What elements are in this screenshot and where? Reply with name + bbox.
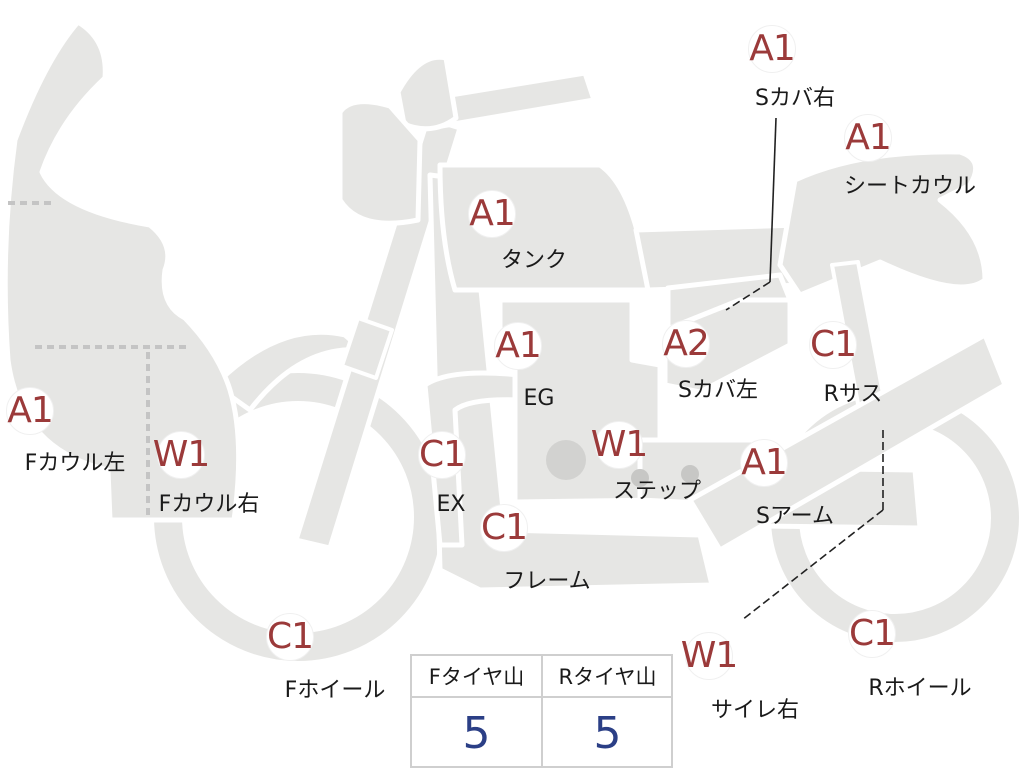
grade-badge-rear-suspension[interactable]: C1 — [809, 321, 857, 369]
grade-text: C1 — [809, 324, 857, 365]
grade-badge-swing-arm[interactable]: A1 — [740, 439, 788, 487]
grade-badge-exhaust[interactable]: C1 — [418, 431, 466, 479]
step-peg-rear-shape — [681, 465, 699, 483]
grade-text: C1 — [480, 507, 528, 548]
grade-text: C1 — [848, 613, 896, 654]
label-frame: フレーム — [503, 569, 591, 594]
label-rear-wheel: Rホイール — [868, 676, 972, 701]
grade-badge-s-cover-right[interactable]: A1 — [748, 25, 796, 73]
front-tire-value: 5 — [462, 707, 491, 759]
grade-text: C1 — [266, 616, 314, 657]
label-swing-arm: Sアーム — [756, 504, 834, 529]
label-front-wheel: Fホイール — [284, 678, 386, 703]
table-divider — [541, 656, 543, 768]
grade-text: C1 — [418, 434, 466, 475]
grade-badge-front-wheel[interactable]: C1 — [266, 613, 314, 661]
grade-text: A1 — [749, 28, 796, 69]
meter-shape — [337, 99, 423, 226]
label-silencer-right: サイレ右 — [710, 698, 800, 723]
grade-badge-f-cowl-left[interactable]: A1 — [6, 387, 54, 435]
grade-text: A1 — [495, 325, 542, 366]
label-s-cover-left: Sカバ左 — [678, 378, 758, 403]
front-tire-header: Fタイヤ山 — [412, 656, 541, 698]
label-seat-cowl: シートカウル — [843, 174, 977, 199]
rear-tire-value: 5 — [593, 707, 622, 759]
grade-text: W1 — [680, 635, 738, 676]
step-peg-shape — [631, 469, 649, 487]
grade-badge-seat-cowl[interactable]: A1 — [844, 114, 892, 162]
fork-clamp-shape — [340, 316, 394, 380]
tire-tread-table: Fタイヤ山 Rタイヤ山 5 5 — [410, 654, 673, 768]
grade-badge-silencer-right[interactable]: W1 — [681, 632, 738, 680]
label-engine: EG — [523, 386, 555, 411]
label-f-cowl-right: Fカウル右 — [158, 492, 260, 517]
grade-text: A1 — [845, 117, 892, 158]
grade-badge-engine[interactable]: A1 — [494, 322, 542, 370]
label-tank: タンク — [500, 248, 568, 273]
grade-text: A1 — [741, 442, 788, 483]
leader-s-cover-right — [769, 117, 777, 283]
grade-text: A1 — [7, 390, 54, 431]
leader-silencer-diag — [741, 509, 884, 621]
leader-s-cover-right-dashed — [725, 281, 771, 311]
grade-badge-f-cowl-right[interactable]: W1 — [153, 431, 210, 479]
grade-text: A2 — [663, 323, 710, 364]
label-rear-suspension: Rサス — [823, 382, 883, 407]
headlight-shape — [395, 54, 459, 132]
label-step: ステップ — [612, 479, 702, 504]
rear-tire-header: Rタイヤ山 — [543, 656, 672, 698]
grade-badge-tank[interactable]: A1 — [468, 190, 516, 238]
label-s-cover-right: Sカバ右 — [755, 86, 835, 111]
grade-text: W1 — [152, 434, 210, 475]
grade-badge-step[interactable]: W1 — [591, 421, 648, 469]
grade-text: A1 — [469, 193, 516, 234]
engine-cover-shape — [546, 440, 586, 480]
label-f-cowl-left: Fカウル左 — [24, 451, 126, 476]
muffler-shape — [687, 332, 1008, 553]
grade-text: W1 — [590, 424, 648, 465]
front-cowl-shape — [2, 19, 242, 523]
grade-badge-rear-wheel[interactable]: C1 — [848, 610, 896, 658]
grade-badge-s-cover-left[interactable]: A2 — [662, 320, 710, 368]
label-exhaust: EX — [436, 492, 466, 517]
grade-badge-frame[interactable]: C1 — [480, 504, 528, 552]
